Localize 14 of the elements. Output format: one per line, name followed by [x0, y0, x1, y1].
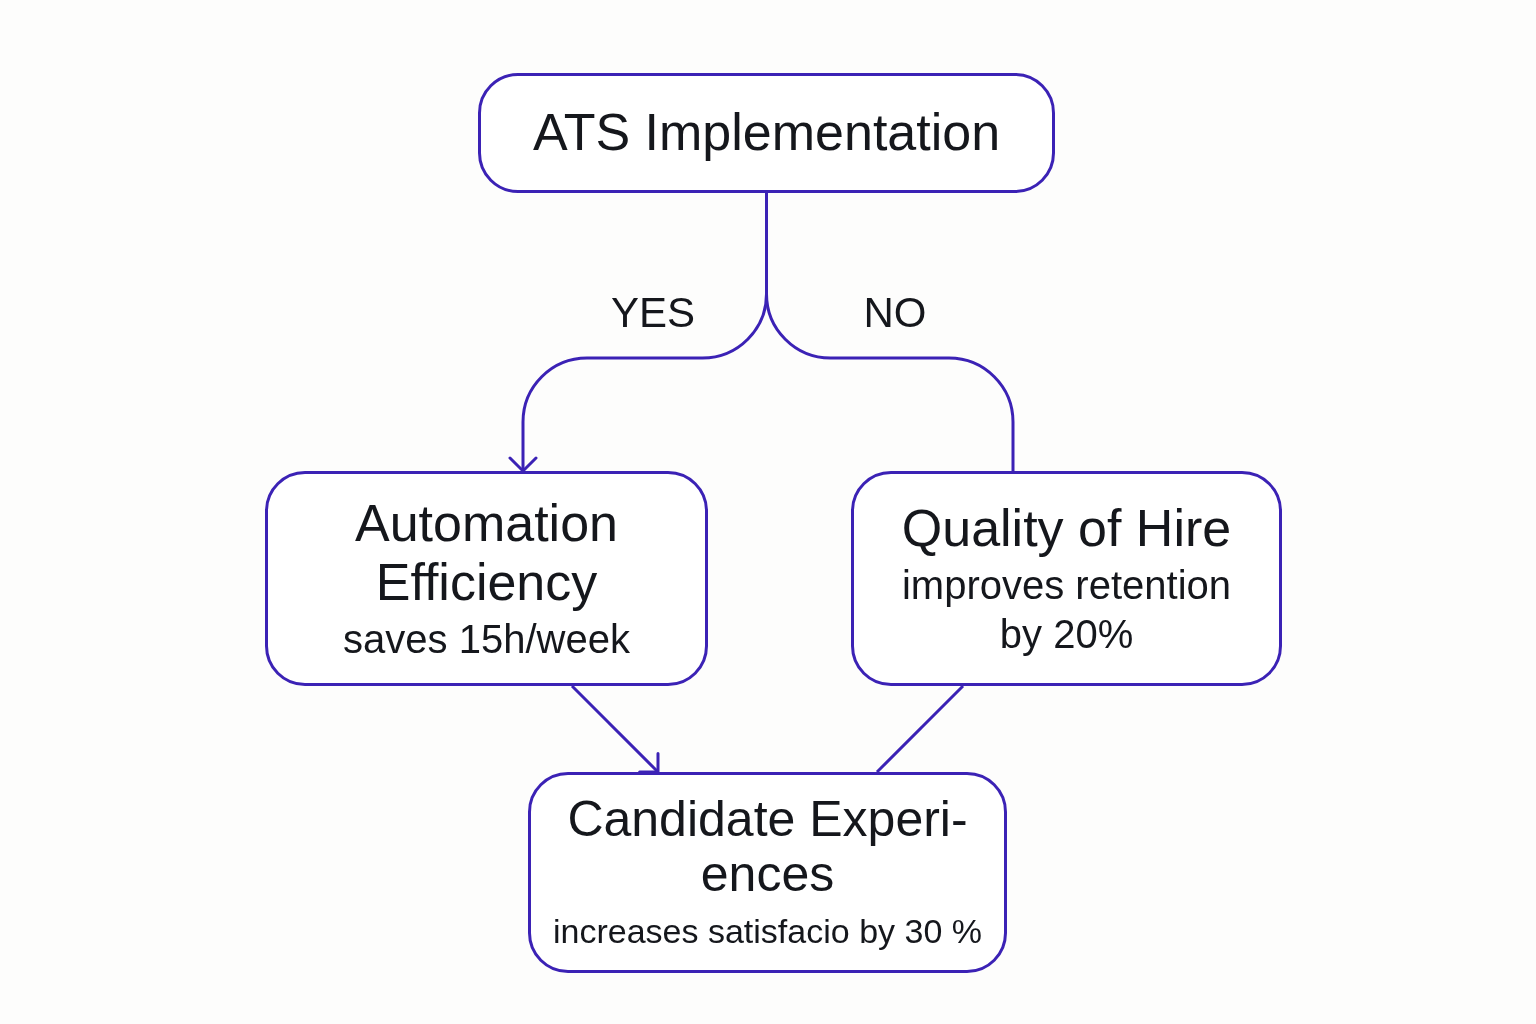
- arrow: [570, 684, 660, 774]
- node-subtitle: increases satisfacio by 30 %: [553, 911, 982, 953]
- node-title: Automation Efficiency: [353, 494, 619, 611]
- node-subtitle: saves 15h/week: [343, 615, 630, 663]
- node-title: Quality of Hire: [901, 498, 1232, 557]
- process-box: [528, 772, 1007, 973]
- process-box: [265, 471, 708, 686]
- node-title: ATS Implementation: [532, 103, 1001, 163]
- connector-line: [765, 193, 1015, 471]
- connector-line: [875, 684, 965, 774]
- node-subtitle: improves retention by 20%: [900, 561, 1232, 658]
- process-box: [478, 73, 1055, 193]
- node-title: Candidate Experi- ences: [566, 792, 969, 903]
- process-box: [851, 471, 1282, 686]
